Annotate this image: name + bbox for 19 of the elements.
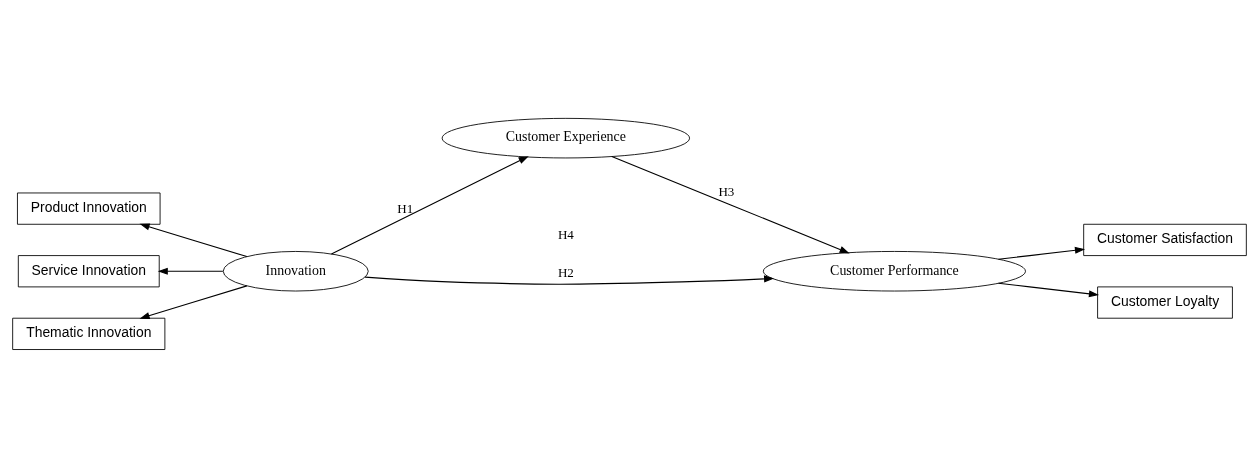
node-box: Thematic Innovation (12, 317, 166, 350)
node-box: Product Innovation (17, 192, 161, 225)
arrow (364, 275, 775, 285)
arrow (611, 155, 850, 254)
arrow (997, 282, 1100, 298)
label: H4 (557, 226, 574, 242)
edge-label: H2 (557, 265, 574, 281)
arrow (997, 246, 1086, 260)
edge-label: H3 (718, 184, 735, 200)
node-box: Service Innovation (17, 255, 160, 288)
arrow (157, 267, 224, 275)
arrow (330, 156, 529, 255)
arrow (139, 223, 248, 258)
node-box: Customer Loyalty (1097, 286, 1233, 319)
node-ellipse: Customer Experience (441, 117, 691, 159)
edge-label: H1 (397, 200, 414, 216)
node-ellipse: Innovation (222, 251, 369, 292)
arrow (139, 285, 248, 320)
node-box: Customer Satisfaction (1083, 223, 1247, 256)
